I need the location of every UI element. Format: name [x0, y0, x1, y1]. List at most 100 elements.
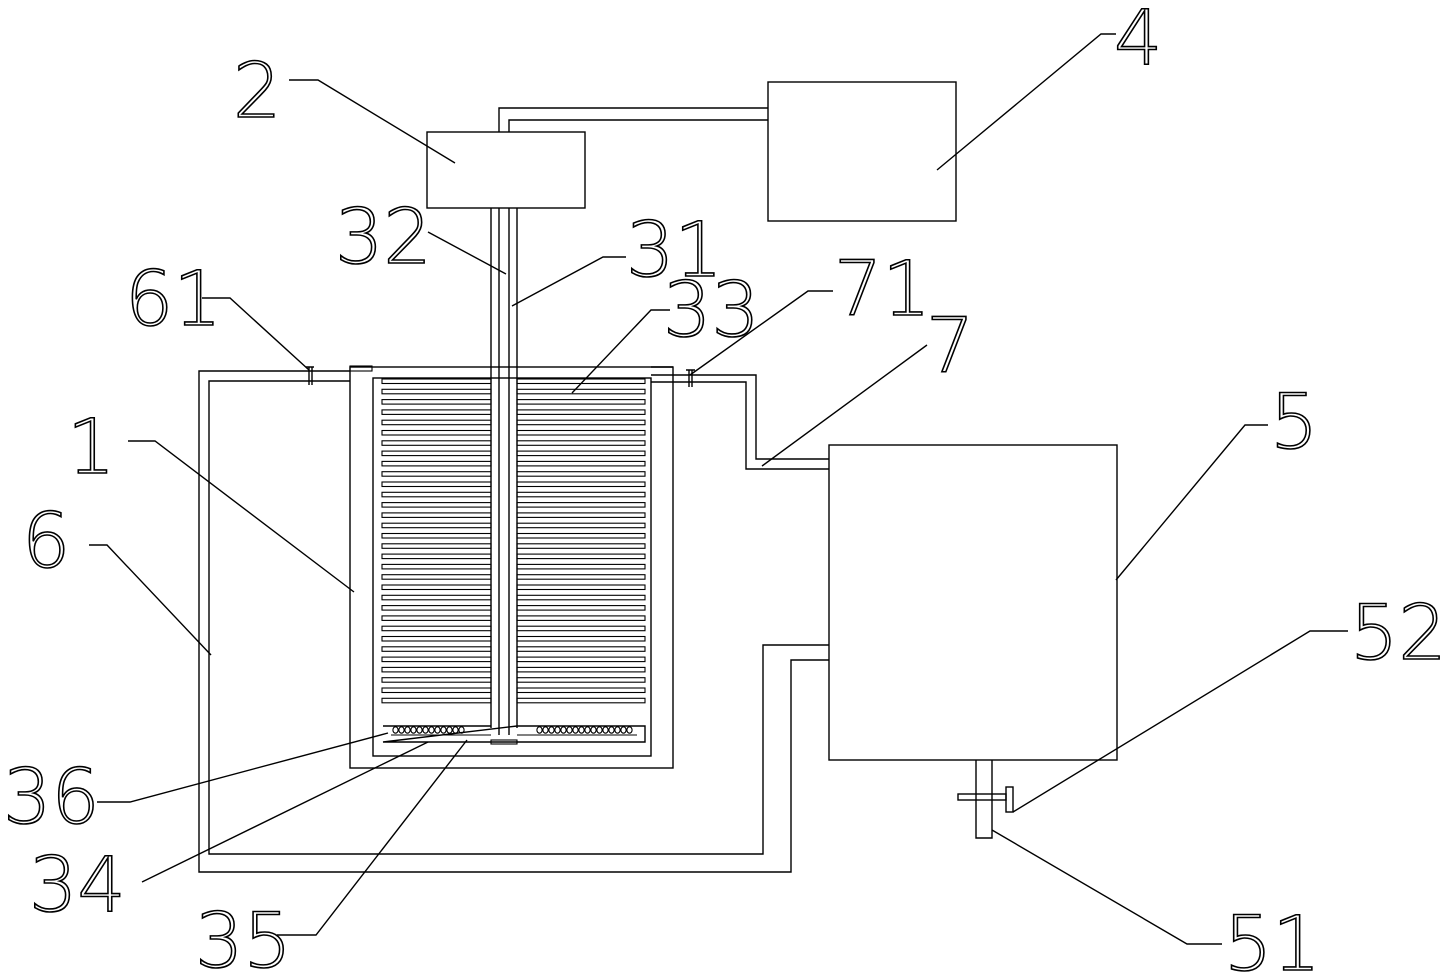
label-1: 1 [67, 402, 115, 491]
leader-36 [97, 732, 389, 803]
fin-right-8 [516, 450, 646, 457]
valve-61 [306, 366, 314, 385]
fin-right-27 [516, 646, 646, 652]
fin-right-16 [516, 532, 646, 539]
label-6: 6 [22, 496, 70, 585]
leader-35 [277, 739, 468, 936]
fin-right-20 [516, 574, 646, 580]
fin-right-9 [516, 460, 646, 467]
fin-left-5 [381, 419, 492, 426]
fin-left-8 [381, 450, 492, 457]
component-52-valve-handle [1005, 786, 1014, 813]
fin-right-19 [516, 563, 646, 570]
label-52: 52 [1350, 588, 1446, 677]
leader-33 [571, 309, 670, 394]
component-36-coils [392, 726, 633, 734]
fin-right-11 [516, 481, 646, 488]
coil-right-8 [578, 726, 585, 734]
leader-32 [427, 231, 507, 275]
label-34: 34 [29, 840, 126, 929]
fin-right-4 [516, 409, 646, 415]
fin-left-28 [381, 656, 492, 663]
fin-right-22 [516, 594, 646, 601]
fin-left-30 [381, 677, 492, 683]
fin-left-2 [381, 388, 492, 395]
component-2-box [426, 131, 586, 209]
fin-right-13 [516, 502, 646, 508]
fin-left-15 [381, 522, 492, 529]
label-2: 2 [233, 46, 281, 135]
coil-left-8 [434, 726, 441, 734]
coil-right-9 [584, 726, 591, 734]
fin-right-23 [516, 605, 646, 611]
fin-right-30 [516, 677, 646, 683]
coil-right-15 [620, 726, 627, 734]
coil-left-9 [440, 726, 447, 734]
component-34-distributor [382, 725, 646, 743]
label-7: 7 [926, 301, 974, 390]
leader-2 [289, 79, 456, 164]
coil-right-11 [596, 726, 603, 734]
coil-left-3 [404, 726, 411, 734]
leader-34 [141, 741, 429, 883]
coil-right-5 [560, 726, 567, 734]
fin-right-14 [516, 512, 646, 518]
fin-left-26 [381, 635, 492, 642]
fin-left-7 [381, 440, 492, 446]
fin-left-3 [381, 399, 492, 405]
leader-1 [128, 440, 355, 593]
fin-left-12 [381, 491, 492, 498]
fin-left-4 [381, 409, 492, 415]
fin-left-31 [381, 687, 492, 694]
coil-right-1 [536, 726, 543, 734]
coil-right-2 [542, 726, 549, 734]
fin-left-16 [381, 532, 492, 539]
fin-left-18 [381, 553, 492, 560]
fin-right-21 [516, 584, 646, 591]
fin-left-11 [381, 481, 492, 488]
leader-lines [89, 33, 1348, 945]
fin-left-22 [381, 594, 492, 601]
coil-right-10 [590, 726, 597, 734]
label-4: 4 [1114, 0, 1162, 82]
leader-7 [761, 344, 928, 467]
leader-31 [511, 256, 626, 307]
label-5: 5 [1270, 377, 1318, 466]
leader-6 [89, 544, 212, 656]
fin-left-24 [381, 615, 492, 621]
fin-right-7 [516, 440, 646, 446]
coil-right-4 [554, 726, 561, 734]
label-33: 33 [663, 265, 760, 354]
label-61: 61 [125, 254, 222, 343]
component-52-valve-stem [957, 793, 1007, 801]
component-51-outlet [975, 760, 993, 839]
fin-right-29 [516, 666, 646, 673]
coil-right-3 [548, 726, 555, 734]
component-4-box [767, 81, 957, 222]
coil-right-7 [572, 726, 579, 734]
fin-left-27 [381, 646, 492, 652]
leader-71 [689, 290, 833, 376]
label-51: 51 [1224, 899, 1321, 977]
leader-61 [202, 297, 310, 371]
coil-left-10 [446, 726, 453, 734]
coil-right-6 [566, 726, 573, 734]
fin-right-18 [516, 553, 646, 560]
component-6-pipe-inner [208, 380, 829, 855]
fin-right-5 [516, 419, 646, 426]
label-71: 71 [834, 244, 931, 333]
fin-right-32 [516, 697, 646, 704]
fin-right-24 [516, 615, 646, 621]
fin-right-12 [516, 491, 646, 498]
coil-left-1 [392, 726, 399, 734]
pipe-2-to-4 [498, 107, 768, 132]
label-35: 35 [195, 896, 292, 977]
coil-left-6 [422, 726, 429, 734]
component-6-pipe-outer [198, 370, 829, 873]
fin-right-15 [516, 522, 646, 529]
fin-left-14 [381, 512, 492, 518]
fin-left-25 [381, 625, 492, 632]
fin-right-31 [516, 687, 646, 694]
fin-left-20 [381, 574, 492, 580]
